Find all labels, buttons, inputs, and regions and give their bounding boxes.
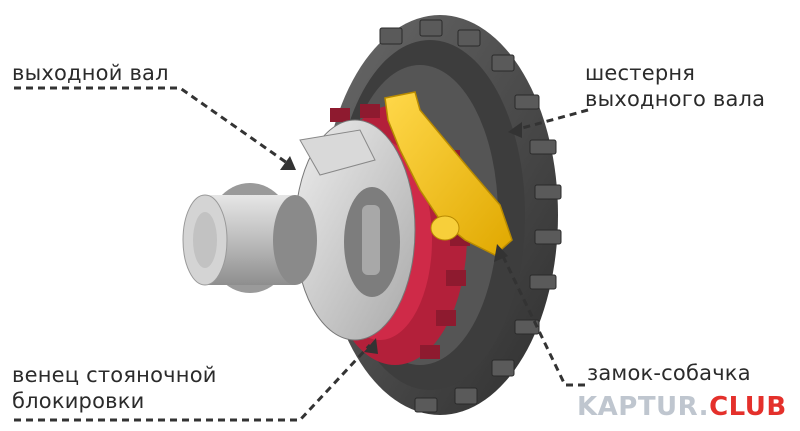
label-pawl: замок-собачка xyxy=(587,360,751,386)
label-parking-ring: венец стояночной блокировки xyxy=(12,362,217,414)
label-parking-ring-line2: блокировки xyxy=(12,389,145,413)
label-output-gear-line2: выходного вала xyxy=(585,87,766,111)
leader-lines xyxy=(14,86,589,422)
label-output-gear-line1: шестерня xyxy=(585,61,696,85)
leader-output-gear xyxy=(514,108,589,132)
output-shaft xyxy=(182,119,416,341)
leader-pawl xyxy=(498,249,585,387)
watermark-part2: CLUB xyxy=(709,392,787,422)
leader-parking-ring xyxy=(14,343,372,422)
label-pawl-text: замок-собачка xyxy=(587,361,751,385)
watermark-part1: KAPTUR. xyxy=(577,392,710,422)
label-output-shaft: выходной вал xyxy=(12,60,169,86)
arrow-parking-ring xyxy=(364,338,378,354)
label-parking-ring-line1: венец стояночной xyxy=(12,363,217,387)
parking-pawl xyxy=(384,91,513,256)
watermark-logo: KAPTUR.CLUB xyxy=(577,392,787,422)
arrow-pawl xyxy=(494,244,508,262)
leader-output-shaft xyxy=(14,86,291,167)
label-output-gear: шестерня выходного вала xyxy=(585,60,765,112)
leader-arrowheads xyxy=(280,122,522,354)
arrow-output-gear xyxy=(508,122,522,138)
arrow-output-shaft xyxy=(280,156,296,170)
label-output-shaft-text: выходной вал xyxy=(12,61,169,85)
